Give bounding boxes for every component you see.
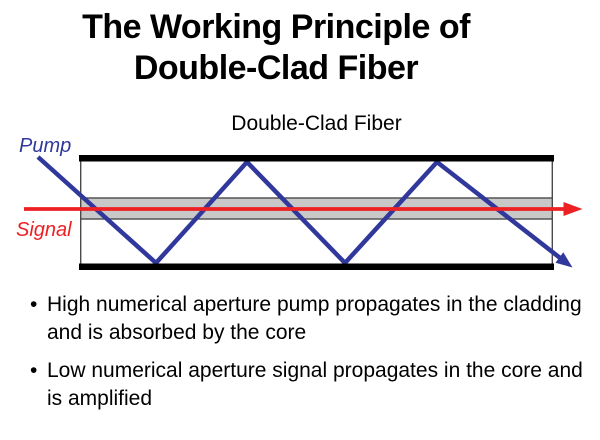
bullet-dot-icon: •: [30, 293, 38, 316]
page-title: The Working Principle of Double-Clad Fib…: [0, 7, 552, 89]
bullet-dot-icon: •: [30, 359, 38, 382]
bullet-text: Low numerical aperture signal propagates…: [47, 359, 583, 410]
bullet-item: • High numerical aperture pump propagate…: [30, 291, 596, 347]
bullet-list: • High numerical aperture pump propagate…: [30, 291, 596, 423]
pump-ray-arrowhead: [555, 252, 573, 268]
page-title-line2: Double-Clad Fiber: [133, 49, 419, 87]
page-title-line1: The Working Principle of: [82, 8, 470, 46]
bullet-item: • Low numerical aperture signal propagat…: [30, 357, 596, 413]
signal-ray-arrowhead: [563, 202, 583, 216]
fiber-bottom-wall: [79, 263, 554, 270]
diagram-caption: Double-Clad Fiber: [231, 112, 402, 135]
fiber-top-wall: [79, 155, 554, 162]
bullet-text: High numerical aperture pump propagates …: [47, 293, 582, 344]
pump-label: Pump: [19, 135, 72, 157]
pump-ray: [36, 155, 562, 267]
signal-label: Signal: [16, 219, 72, 241]
